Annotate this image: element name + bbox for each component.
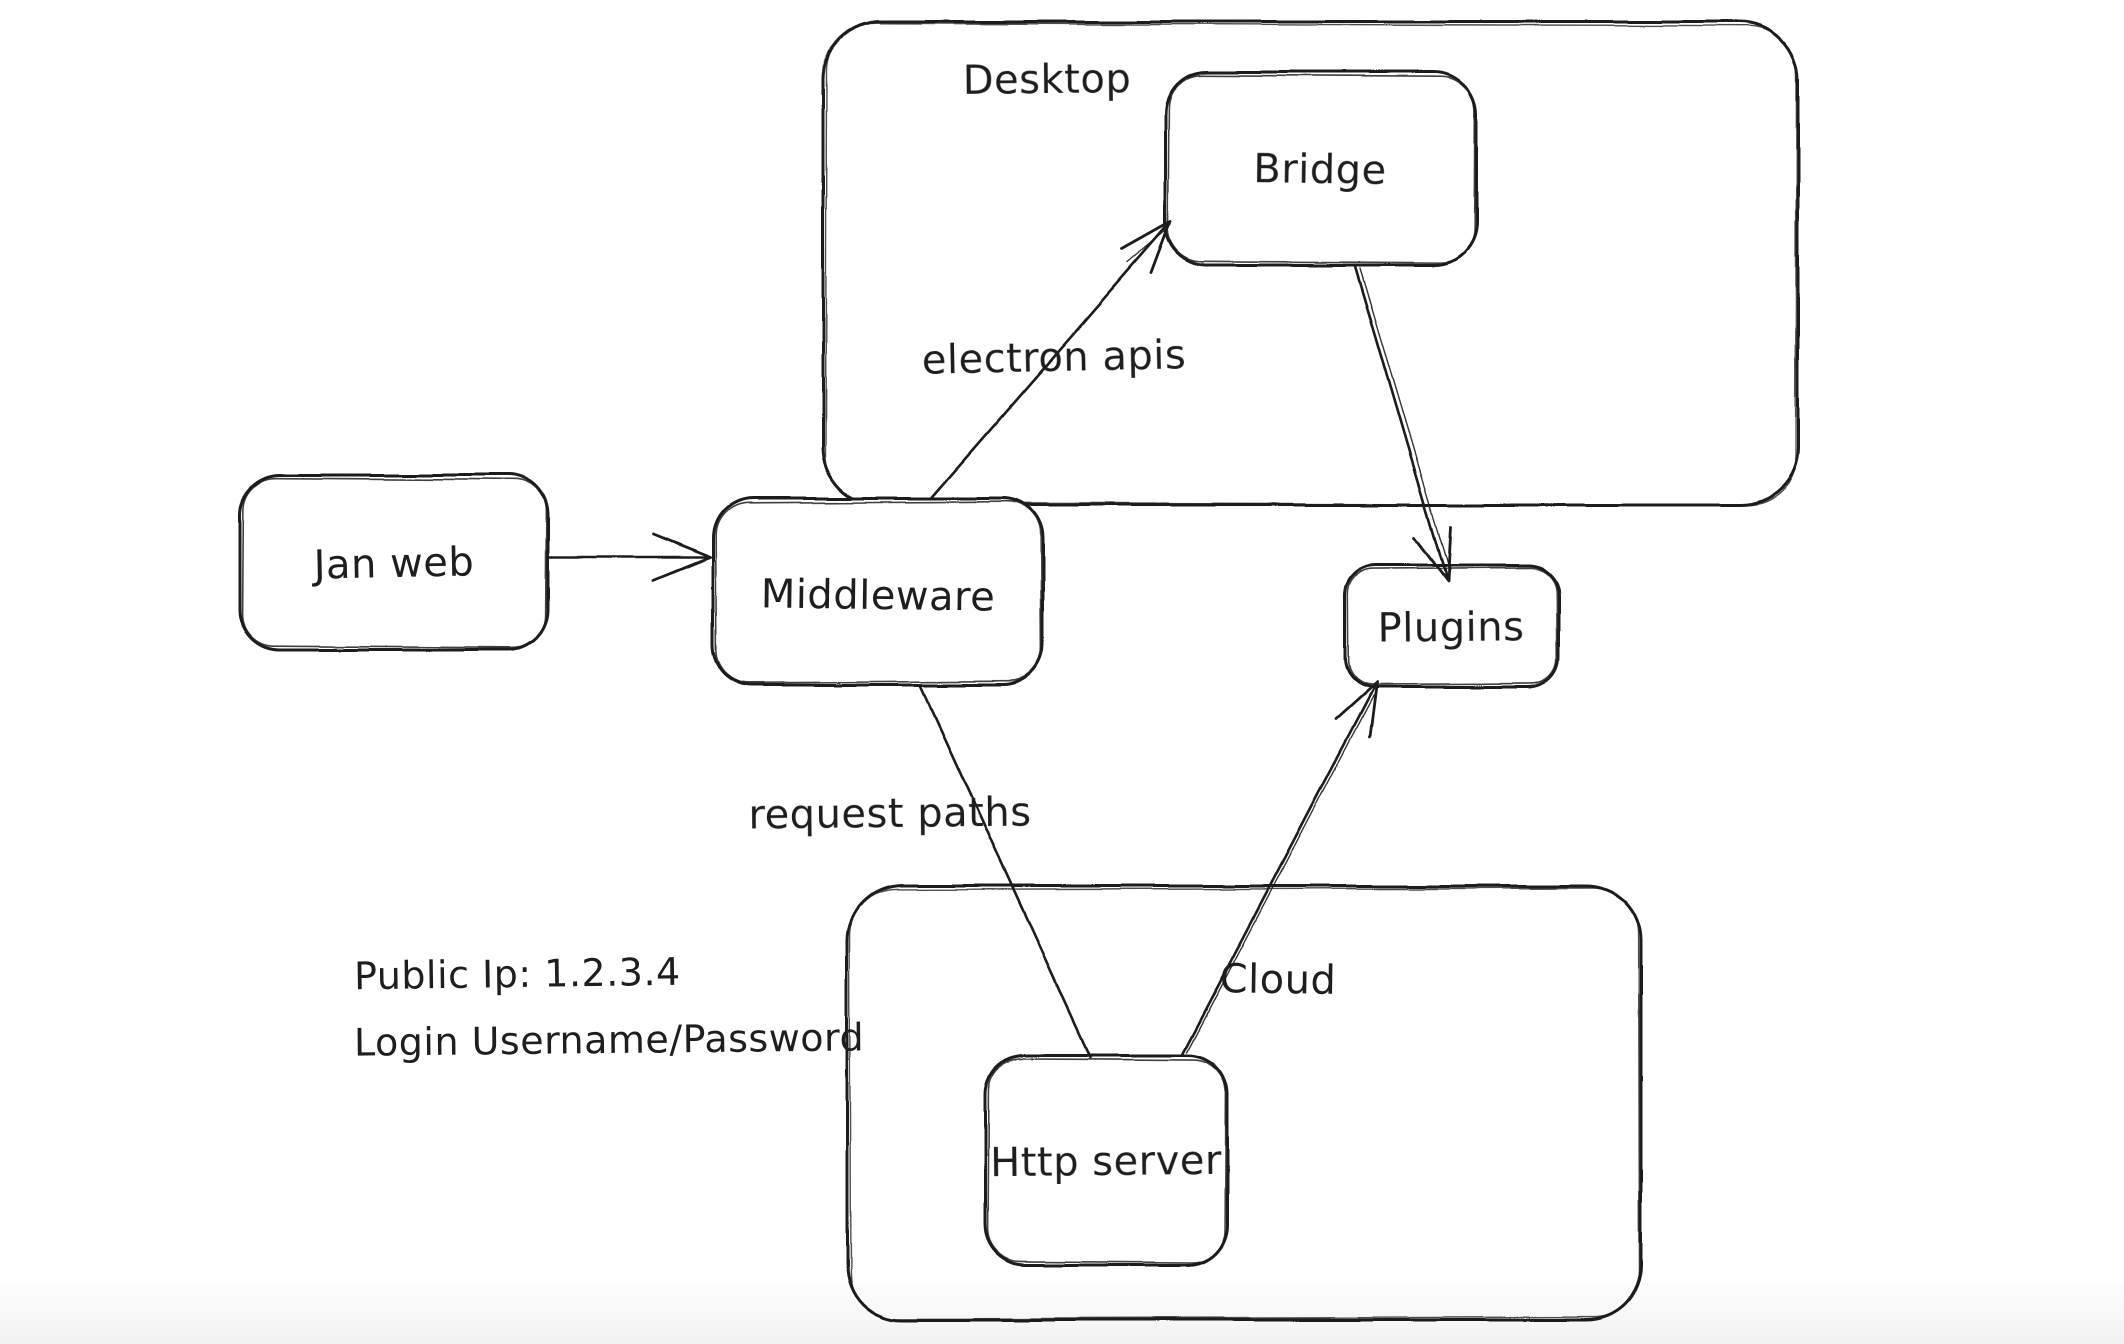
- cloud-container-ghost-stroke: [848, 887, 1641, 1320]
- edge-middleware-to-bridge-ghost-stroke: [1127, 229, 1167, 263]
- http-server-node-label[interactable]: Http server: [989, 1137, 1223, 1187]
- desktop-container-label[interactable]: Desktop: [962, 56, 1132, 104]
- middleware-node-label[interactable]: Middleware: [760, 571, 996, 621]
- middleware-node[interactable]: [711, 496, 1045, 687]
- desktop-container[interactable]: [821, 20, 1800, 507]
- jan-web-node-label[interactable]: Jan web: [313, 539, 475, 589]
- electron-apis-edge-label[interactable]: electron apis: [921, 332, 1187, 384]
- edge-http-server-to-plugins-arrowhead: [1334, 680, 1379, 739]
- edge-bridge-to-plugins-arrowhead: [1413, 525, 1453, 584]
- edge-middleware-to-bridge-arrowhead: [1120, 220, 1172, 275]
- middleware-node-ghost-stroke: [714, 500, 1043, 684]
- edge-http-server-to-plugins-ghost-stroke: [1186, 694, 1375, 1053]
- edge-bridge-to-plugins[interactable]: [1353, 264, 1453, 584]
- edge-middleware-to-http-server[interactable]: [918, 683, 1092, 1059]
- plugins-node-ghost-stroke: [1346, 567, 1558, 686]
- bridge-node-label[interactable]: Bridge: [1252, 146, 1388, 194]
- edge-http-server-to-plugins[interactable]: [1180, 680, 1379, 1057]
- edge-jan-web-to-middleware-arrowhead: [651, 532, 712, 582]
- desktop-container-ghost-stroke: [824, 23, 1798, 506]
- plugins-node[interactable]: [1343, 564, 1560, 689]
- jan-web-node[interactable]: [238, 473, 550, 652]
- public-ip-note-line[interactable]: Public Ip: 1.2.3.4: [353, 949, 681, 999]
- cloud-container-label[interactable]: Cloud: [1219, 956, 1337, 1004]
- edge-bridge-to-plugins-ghost-stroke: [1359, 267, 1451, 571]
- request-paths-edge-label[interactable]: request paths: [748, 789, 1032, 839]
- jan-web-node-ghost-stroke: [241, 477, 548, 649]
- cloud-container[interactable]: [845, 884, 1643, 1322]
- edge-jan-web-to-middleware[interactable]: [546, 532, 712, 582]
- bridge-node-ghost-stroke: [1166, 74, 1476, 264]
- edge-middleware-to-bridge[interactable]: [928, 220, 1172, 500]
- bridge-node[interactable]: [1163, 70, 1478, 267]
- plugins-node-label[interactable]: Plugins: [1377, 604, 1525, 652]
- http-server-node-ghost-stroke: [986, 1057, 1228, 1264]
- http-server-node[interactable]: [983, 1053, 1230, 1267]
- login-credentials-note-line[interactable]: Login Username/Password: [353, 1015, 865, 1065]
